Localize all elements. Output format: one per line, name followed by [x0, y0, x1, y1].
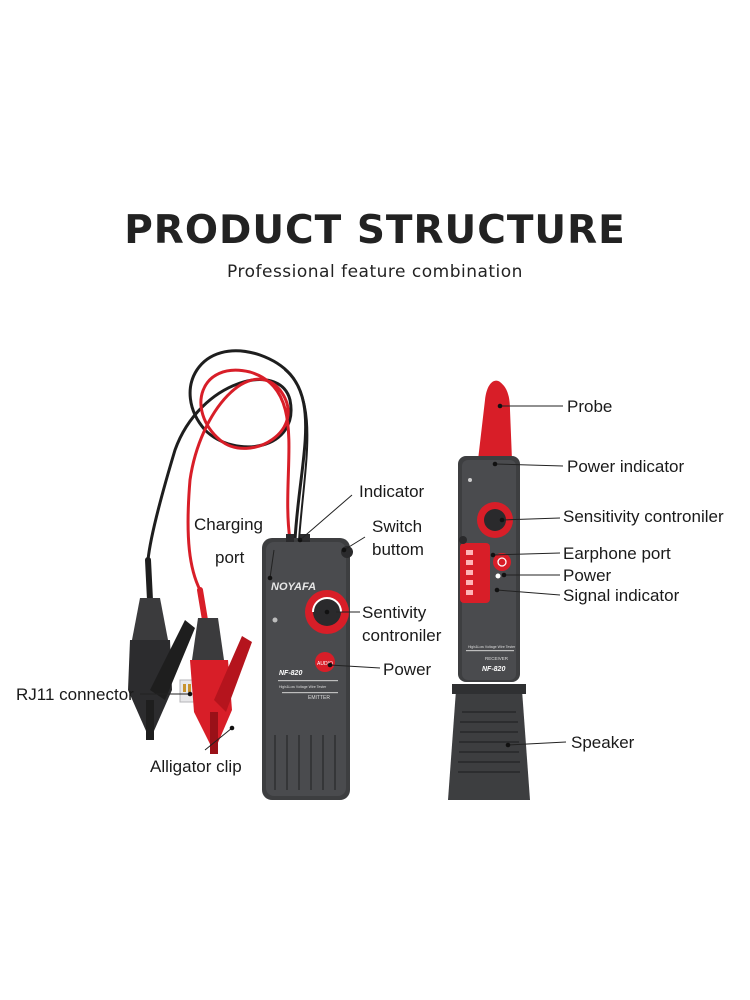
label-power-indicator: Power indicator: [567, 457, 685, 476]
receiver-unit: [448, 380, 530, 800]
label-switch-2: buttom: [372, 540, 424, 559]
emitter-unit: [262, 534, 353, 800]
label-charging-port: Charging: [194, 515, 263, 534]
label-probe: Probe: [567, 397, 613, 416]
receiver-tagline: High&Low Voltage Wire Tester: [468, 645, 516, 649]
page-subtitle: Professional feature combination: [227, 262, 523, 282]
label-switch: Switch: [372, 517, 423, 536]
emitter-type: EMITTER: [308, 695, 330, 701]
label-sensitivity-2: controniler: [362, 626, 442, 645]
label-receiver-power: Power: [563, 566, 612, 585]
label-sensitivity: Sentivity: [362, 603, 427, 622]
black-alligator-clip: [128, 598, 195, 740]
test-leads: [145, 349, 309, 623]
emitter-brand: NOYAFA: [271, 581, 316, 593]
page-title: PRODUCT STRUCTURE: [124, 208, 626, 253]
receiver-type: RECEIVER: [485, 656, 509, 661]
label-receiver-sensitivity: Sensitivity controniler: [563, 507, 724, 526]
label-charging-port-2: port: [215, 548, 245, 567]
label-rj11: RJ11 connector: [16, 685, 134, 704]
label-earphone: Earphone port: [563, 544, 671, 563]
label-signal-indicator: Signal indicator: [563, 586, 680, 605]
red-alligator-clip: [190, 618, 252, 754]
label-speaker: Speaker: [571, 733, 635, 752]
emitter-tagline: High&Low Voltage Wire Tester: [279, 685, 327, 689]
leader-lines: [140, 405, 567, 751]
label-indicator: Indicator: [359, 482, 425, 501]
leader-dots: [187, 403, 511, 748]
emitter-audio-label: AUDIO: [317, 661, 333, 667]
receiver-model: NF-820: [482, 666, 505, 673]
label-emitter-power: Power: [383, 660, 432, 679]
emitter-model: NF-820: [279, 670, 302, 677]
label-alligator: Alligator clip: [150, 757, 242, 776]
